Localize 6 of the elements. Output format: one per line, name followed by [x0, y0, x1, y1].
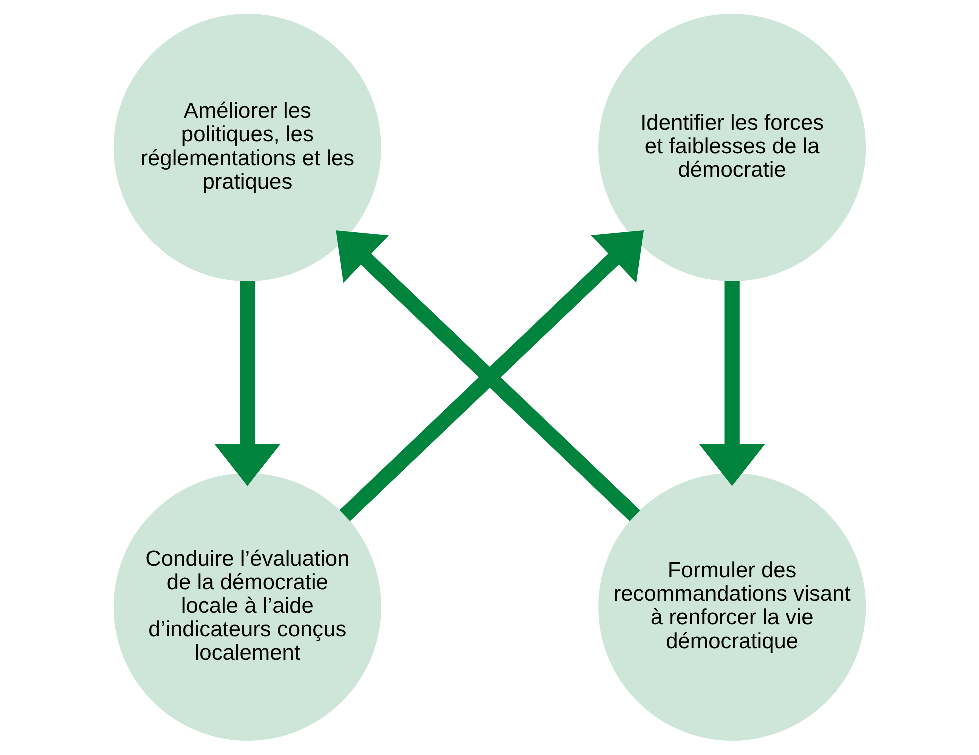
arrow: [699, 280, 765, 486]
node-circle: Identifier les forces et faiblesses de la démocratie: [598, 14, 866, 282]
arrow: [214, 280, 280, 486]
node-circle: Conduire l’évaluation de la démocratie locale à l’aide d’indicateurs conçus localement: [113, 473, 381, 741]
node-circle: Améliorer les politiques, les réglementations et les pratiques: [113, 14, 381, 282]
node-circle: Formuler des recommandations visant à renforcer la vie démocratique: [598, 473, 866, 741]
